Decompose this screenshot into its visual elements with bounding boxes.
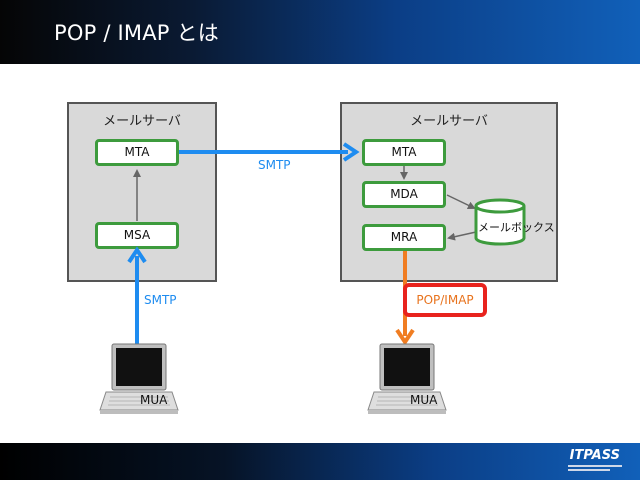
page-title: POP / IMAP とは [54,21,219,45]
mda-to-mailbox-arrow [446,194,476,210]
pop-imap-label: POP/IMAP [403,283,487,317]
right-mra-node: MRA [362,224,446,251]
left-mail-server: メールサーバ [67,102,217,282]
mailbox-label: メールボックス [478,221,555,234]
title-bar [0,0,640,64]
left-mta-node: MTA [95,139,179,166]
right-mda-node: MDA [362,181,446,208]
footer-bar [0,443,640,480]
smtp-relay-arrowhead [342,142,360,162]
left-server-label: メールサーバ [103,114,181,129]
pop-imap-arrowhead [395,328,415,346]
left-mua-label: MUA [140,393,168,407]
right-server-label: メールサーバ [410,114,488,129]
right-mua-label: MUA [410,393,438,407]
itpass-logo: ITPASS [569,448,620,463]
mailbox-to-mra-arrow [447,231,477,241]
left-laptop-icon [99,343,179,414]
mailbox-cylinder [474,198,526,246]
itpass-tagline-graphic [568,465,622,473]
smtp-relay-label: SMTP [258,158,291,172]
smtp-submit-label: SMTP [144,293,177,307]
right-laptop-icon [367,343,447,414]
smtp-submit-arrowhead [127,246,147,264]
right-mta-node: MTA [362,139,446,166]
